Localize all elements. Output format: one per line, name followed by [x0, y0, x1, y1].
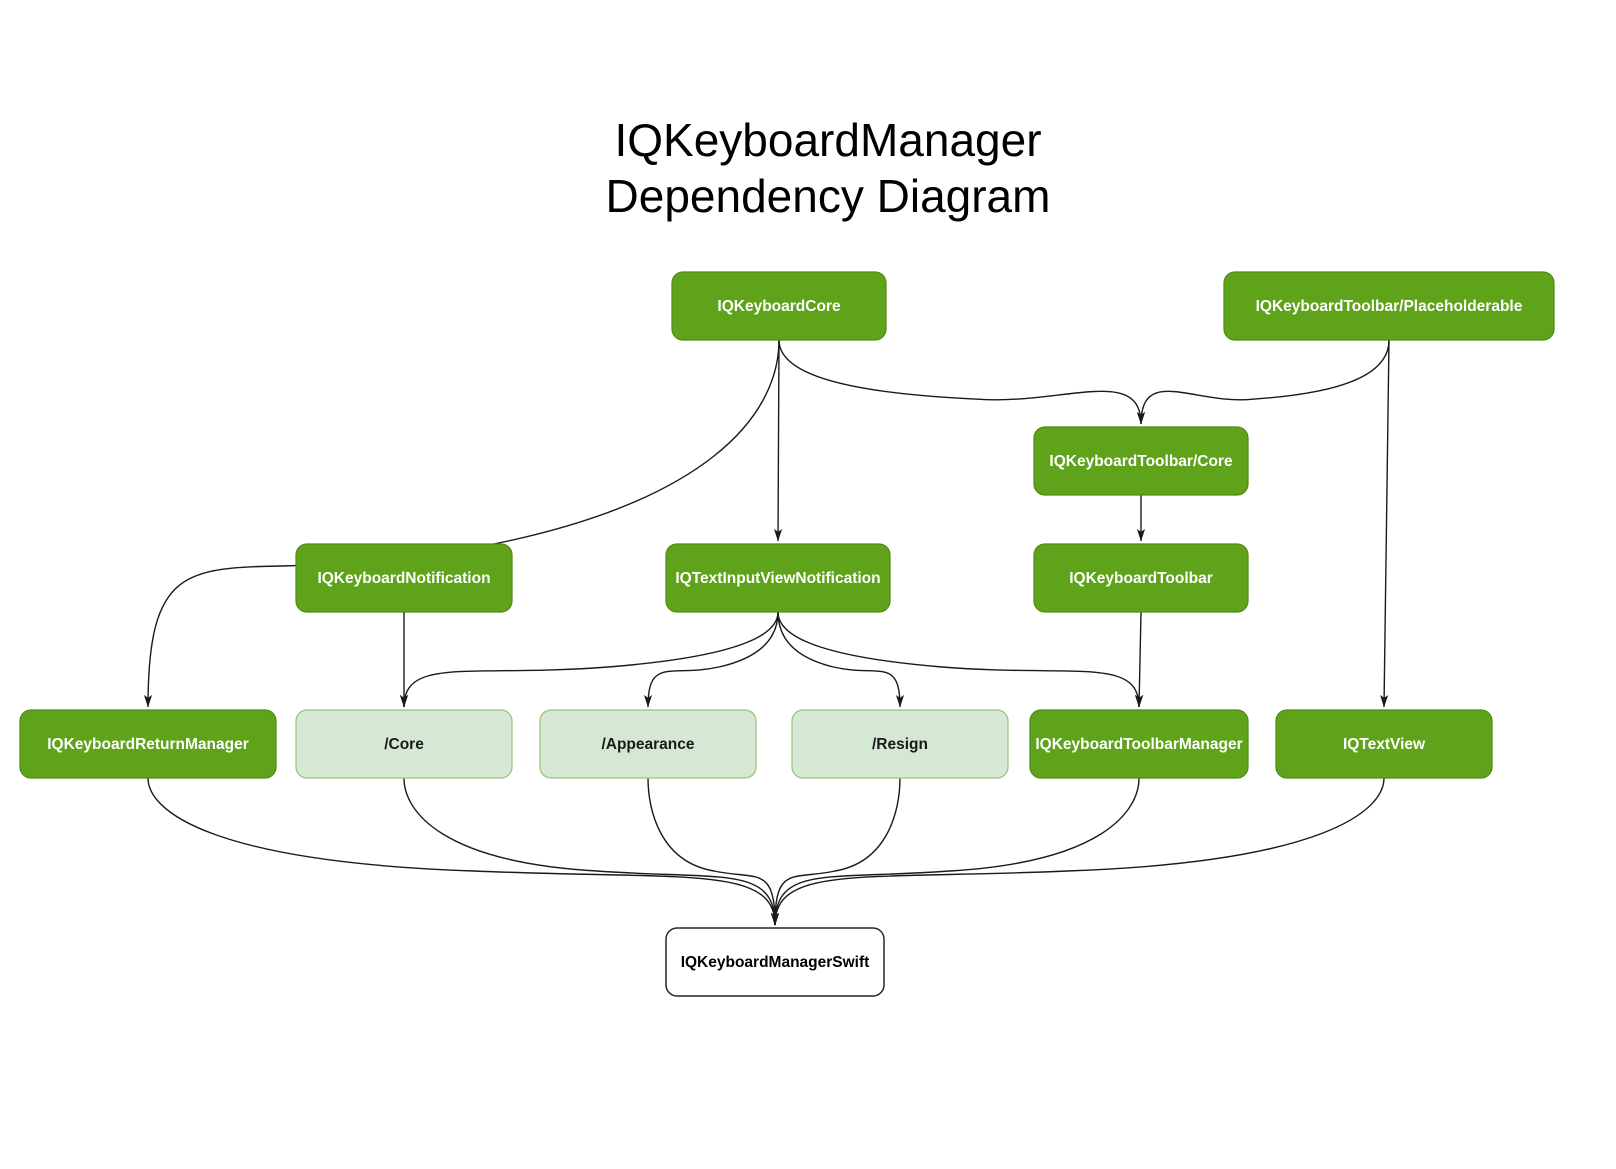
edge-textinputviewnotification-to-appearance [643, 611, 779, 708]
node-label-resign: /Resign [872, 736, 928, 753]
node-keyboardtoolbar[interactable]: IQKeyboardToolbar [1033, 543, 1249, 613]
node-label-managerswift: IQKeyboardManagerSwift [681, 954, 870, 971]
edge-toolbarmanager-to-managerswift [770, 777, 1140, 926]
edge-core-to-managerswift [403, 777, 780, 926]
node-label-iqkeyboardcore: IQKeyboardCore [717, 298, 841, 315]
node-returnmanager[interactable]: IQKeyboardReturnManager [19, 709, 277, 779]
edge-placeholderable-to-textview [1380, 339, 1390, 708]
node-box-keyboardtoolbar[interactable] [1033, 543, 1249, 613]
node-managerswift[interactable]: IQKeyboardManagerSwift [665, 927, 885, 997]
edge-placeholderable-to-toolbarcore [1136, 339, 1390, 425]
node-toolbarmanager[interactable]: IQKeyboardToolbarManager [1029, 709, 1249, 779]
node-box-iqkeyboardcore[interactable] [671, 271, 887, 341]
node-placeholderable[interactable]: IQKeyboardToolbar/Placeholderable [1223, 271, 1555, 341]
node-toolbarcore[interactable]: IQKeyboardToolbar/Core [1033, 426, 1249, 496]
node-core[interactable]: /Core [295, 709, 513, 779]
node-box-core[interactable] [295, 709, 513, 779]
title-line-1: IQKeyboardManager [614, 114, 1041, 166]
page-title: IQKeyboardManager Dependency Diagram [606, 114, 1051, 222]
edge-resign-to-managerswift [770, 777, 901, 926]
edge-textinputviewnotification-to-core [399, 611, 779, 708]
node-keyboardnotification[interactable]: IQKeyboardNotification [295, 543, 513, 613]
edge-appearance-to-managerswift [647, 777, 780, 926]
node-box-managerswift[interactable] [665, 927, 885, 997]
edge-iqkeyboardcore-to-textinputviewnotification [773, 339, 783, 542]
edge-textinputviewnotification-to-resign [777, 611, 905, 708]
edge-returnmanager-to-managerswift [147, 777, 780, 926]
edges-layer [143, 339, 1390, 926]
node-box-toolbarcore[interactable] [1033, 426, 1249, 496]
node-box-appearance[interactable] [539, 709, 757, 779]
node-box-textinputviewnotification[interactable] [665, 543, 891, 613]
node-iqkeyboardcore[interactable]: IQKeyboardCore [671, 271, 887, 341]
node-textview[interactable]: IQTextView [1275, 709, 1493, 779]
node-box-textview[interactable] [1275, 709, 1493, 779]
node-textinputviewnotification[interactable]: IQTextInputViewNotification [665, 543, 891, 613]
node-label-keyboardtoolbar: IQKeyboardToolbar [1069, 570, 1213, 587]
node-label-keyboardnotification: IQKeyboardNotification [317, 570, 490, 587]
node-label-textinputviewnotification: IQTextInputViewNotification [675, 570, 880, 587]
node-appearance[interactable]: /Appearance [539, 709, 757, 779]
edge-iqkeyboardcore-to-returnmanager [143, 339, 780, 708]
node-box-resign[interactable] [791, 709, 1009, 779]
edge-iqkeyboardcore-to-toolbarcore [778, 339, 1146, 425]
edge-textview-to-managerswift [770, 777, 1385, 926]
node-box-returnmanager[interactable] [19, 709, 277, 779]
node-label-appearance: /Appearance [601, 736, 694, 753]
node-box-keyboardnotification[interactable] [295, 543, 513, 613]
node-label-textview: IQTextView [1343, 736, 1426, 753]
title-line-2: Dependency Diagram [606, 170, 1051, 222]
node-box-placeholderable[interactable] [1223, 271, 1555, 341]
node-label-placeholderable: IQKeyboardToolbar/Placeholderable [1256, 298, 1523, 315]
node-label-core: /Core [384, 736, 424, 753]
edge-keyboardtoolbar-to-toolbarmanager [1135, 611, 1144, 708]
node-box-toolbarmanager[interactable] [1029, 709, 1249, 779]
node-label-toolbarcore: IQKeyboardToolbar/Core [1049, 453, 1233, 470]
edge-textinputviewnotification-to-toolbarmanager [777, 611, 1144, 708]
nodes-layer: IQKeyboardCore IQKeyboardToolbar/Placehol… [19, 271, 1555, 997]
node-resign[interactable]: /Resign [791, 709, 1009, 779]
node-label-toolbarmanager: IQKeyboardToolbarManager [1035, 736, 1242, 753]
node-label-returnmanager: IQKeyboardReturnManager [47, 736, 249, 753]
